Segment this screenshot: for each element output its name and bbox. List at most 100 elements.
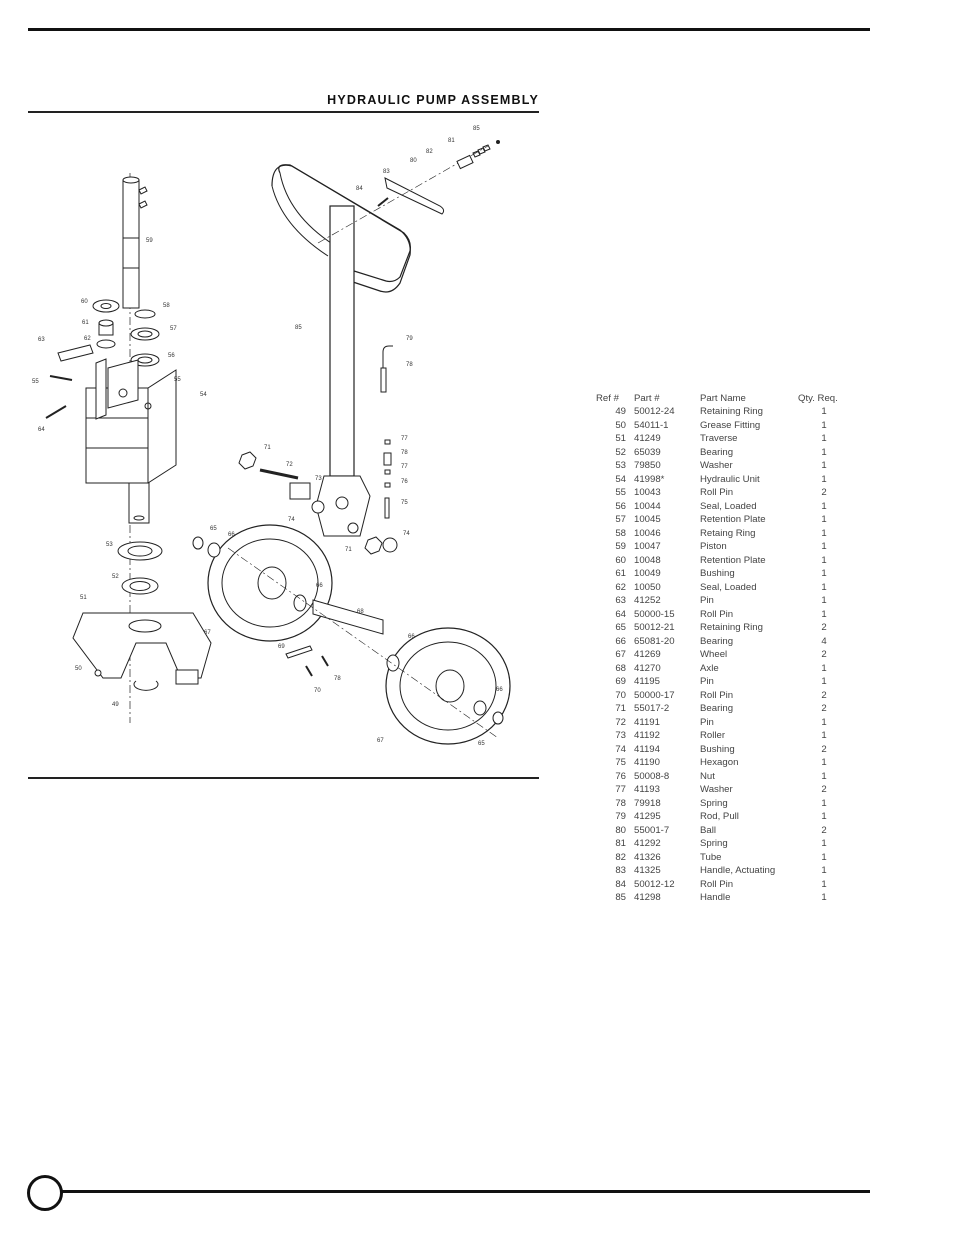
row-ref: 52 xyxy=(615,446,626,458)
row-ref: 54 xyxy=(615,473,626,485)
callout-52: 52 xyxy=(112,574,119,580)
row-qty: 1 xyxy=(821,541,827,553)
row-part-name: Hydraulic Unit xyxy=(700,473,760,485)
row-part-number: 50008-8 xyxy=(634,770,670,782)
row-part-name: Bearing xyxy=(700,446,734,458)
row-ref: 83 xyxy=(615,865,626,877)
row-qty: 1 xyxy=(821,838,827,850)
callout-63: 63 xyxy=(38,337,45,343)
callout-66: 66 xyxy=(228,532,235,538)
row-ref: 84 xyxy=(615,878,626,890)
row-part-name: Spring xyxy=(700,797,728,809)
row-part-name: Bushing xyxy=(700,743,735,755)
callout-79: 79 xyxy=(406,336,413,342)
row-ref: 66 xyxy=(615,635,626,647)
row-qty: 1 xyxy=(821,473,827,485)
callout-55: 55 xyxy=(32,379,39,385)
row-qty: 1 xyxy=(821,500,827,512)
header-ref: Ref # xyxy=(596,392,619,404)
row-part-name: Washer xyxy=(700,784,733,796)
callout-53: 53 xyxy=(106,542,113,548)
row-part-number: 41252 xyxy=(634,595,661,607)
row-part-name: Bearing xyxy=(700,703,734,715)
callout-66d: 66 xyxy=(496,687,503,693)
row-ref: 73 xyxy=(615,730,626,742)
row-part-number: 10043 xyxy=(634,487,661,499)
row-part-name: Handle xyxy=(700,892,731,904)
callout-80: 80 xyxy=(410,158,417,164)
row-qty: 2 xyxy=(821,622,827,634)
row-qty: 1 xyxy=(821,811,827,823)
row-part-number: 41195 xyxy=(634,676,660,688)
row-ref: 79 xyxy=(615,811,626,823)
row-ref: 77 xyxy=(615,784,626,796)
row-part-number: 41193 xyxy=(634,784,660,796)
row-qty: 1 xyxy=(821,865,827,877)
diagram-bottom-rule xyxy=(28,777,539,779)
row-part-number: 10048 xyxy=(634,554,661,566)
callout-56: 56 xyxy=(168,353,175,359)
row-part-name: Pin xyxy=(700,716,714,728)
row-qty: 1 xyxy=(821,527,827,539)
row-part-number: 10047 xyxy=(634,541,661,553)
row-part-number: 41326 xyxy=(634,851,661,863)
exploded-view-diagram: 59 58 57 56 60 61 62 63 55 54 55 64 53 5… xyxy=(32,126,511,747)
row-part-name: Hexagon xyxy=(700,757,739,769)
callout-71b: 71 xyxy=(345,547,352,553)
callout-67b: 67 xyxy=(377,738,384,744)
row-part-name: Pin xyxy=(700,676,714,688)
row-ref: 85 xyxy=(615,892,626,904)
row-ref: 56 xyxy=(615,500,626,512)
row-part-name: Retaining Ring xyxy=(700,406,763,418)
callout-64: 64 xyxy=(38,427,45,433)
row-ref: 61 xyxy=(615,568,626,580)
callout-75: 75 xyxy=(401,500,408,506)
row-ref: 64 xyxy=(615,608,626,620)
row-part-number: 54011-1 xyxy=(634,419,669,431)
row-ref: 49 xyxy=(615,406,626,418)
row-ref: 59 xyxy=(615,541,626,553)
callout-49: 49 xyxy=(112,702,119,708)
row-ref: 53 xyxy=(615,460,626,472)
row-part-name: Grease Fitting xyxy=(700,419,761,431)
row-part-number: 10044 xyxy=(634,500,661,512)
row-ref: 57 xyxy=(615,514,626,526)
row-part-name: Handle, Actuating xyxy=(700,865,776,877)
callout-68: 68 xyxy=(357,609,364,615)
callout-78b: 78 xyxy=(401,450,408,456)
row-part-number: 50012-24 xyxy=(634,406,675,418)
row-part-number: 10050 xyxy=(634,581,661,593)
row-part-number: 41194 xyxy=(634,743,660,755)
row-ref: 69 xyxy=(615,676,626,688)
callout-58: 58 xyxy=(163,303,170,309)
row-qty: 2 xyxy=(821,649,827,661)
row-part-name: Piston xyxy=(700,541,727,553)
row-ref: 81 xyxy=(615,838,626,850)
footer-rule xyxy=(58,1190,870,1193)
row-qty: 1 xyxy=(821,757,827,769)
row-qty: 2 xyxy=(821,703,827,715)
row-part-number: 10045 xyxy=(634,514,661,526)
callout-65b: 65 xyxy=(478,741,485,747)
row-part-name: Retention Plate xyxy=(700,554,766,566)
row-part-name: Retaining Ring xyxy=(700,622,763,634)
row-part-number: 41269 xyxy=(634,649,661,661)
row-qty: 2 xyxy=(821,487,827,499)
row-ref: 71 xyxy=(615,703,626,715)
callout-77b: 77 xyxy=(401,464,408,470)
row-part-name: Bearing xyxy=(700,635,734,647)
row-qty: 1 xyxy=(821,446,827,458)
